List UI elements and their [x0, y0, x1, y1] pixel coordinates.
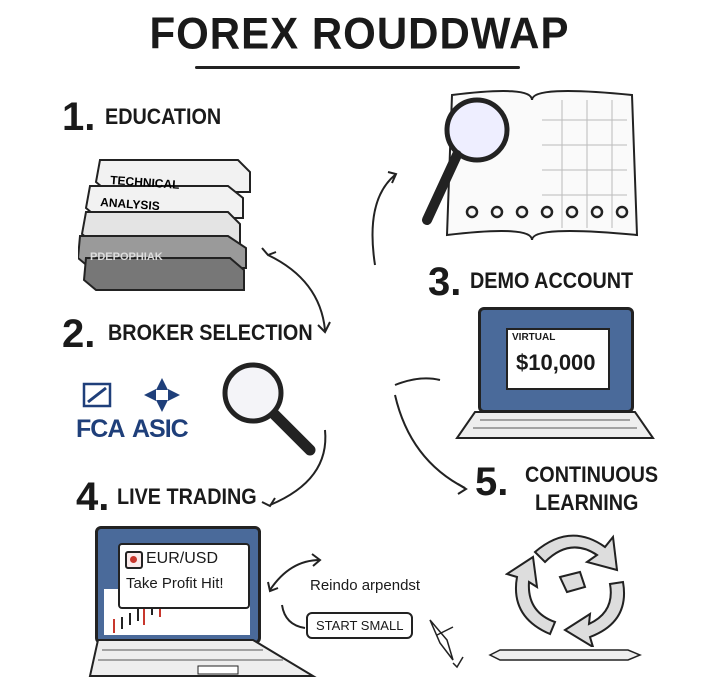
step-demo-heading: 3.: [428, 260, 462, 304]
arrow-broker-live: [269, 429, 327, 506]
virtual-balance: $10,000: [516, 350, 596, 375]
title-underline: [195, 66, 520, 69]
notebook-magnifier-icon: [422, 90, 639, 241]
step-live-label: LIVE TRADING: [117, 484, 257, 509]
live-laptop-screen: EUR/USD Take Profit Hit!: [95, 526, 261, 644]
step-learning-label-1: CONTINUOUS: [525, 462, 659, 487]
arrow-to-notebook: [371, 174, 396, 266]
asic-logo-icon: [144, 378, 180, 412]
step-live-heading: 4.: [76, 475, 110, 519]
fca-logo-icon: [82, 382, 112, 408]
step-broker-label: BROKER SELECTION: [108, 320, 313, 345]
cycle-arrows-icon: [505, 534, 625, 647]
virtual-balance-card: VIRTUAL $10,000: [506, 328, 610, 390]
step-learning-label-2: LEARNING: [535, 490, 639, 515]
virtual-label: VIRTUAL: [512, 332, 556, 343]
book-title-analysis: ANALYSIS: [100, 195, 160, 213]
book-title-third: PDEPOPHIAK: [90, 251, 163, 263]
book-title-technical: TECHNICAL: [110, 173, 180, 192]
step-broker-heading: 2.: [62, 312, 96, 356]
page-title: FOREX ROUDDWAP: [149, 8, 570, 59]
step-education-label: EDUCATION: [105, 104, 222, 129]
alert-text: Take Profit Hit!: [126, 575, 224, 592]
live-note: Reindo arpendst: [310, 577, 421, 594]
pencil-icon: [488, 649, 642, 661]
fca-logo-text: FCA: [76, 415, 125, 443]
arrow-live-note: [269, 559, 321, 591]
start-small-tag: START SMALL: [306, 612, 414, 639]
books-stack-icon: TECHNICAL ANALYSIS PDEPOPHIAK: [78, 159, 251, 291]
demo-laptop-keyboard: [455, 411, 655, 439]
arrow-demo-learning: [394, 394, 466, 489]
take-profit-alert: EUR/USD Take Profit Hit!: [118, 543, 250, 609]
alert-flag-icon: [125, 551, 143, 569]
arrow-education-broker: [267, 254, 326, 331]
live-laptop-keyboard: [88, 639, 317, 677]
dart-sketch-icon: [429, 619, 464, 669]
step-demo-label: DEMO ACCOUNT: [470, 268, 634, 293]
magnifier-icon: [222, 362, 316, 456]
step-learning-heading: 5.: [475, 460, 509, 504]
step-education-heading: 1.: [62, 95, 96, 139]
alert-pair: EUR/USD: [146, 550, 219, 567]
asic-logo-text: ASIC: [132, 415, 189, 443]
